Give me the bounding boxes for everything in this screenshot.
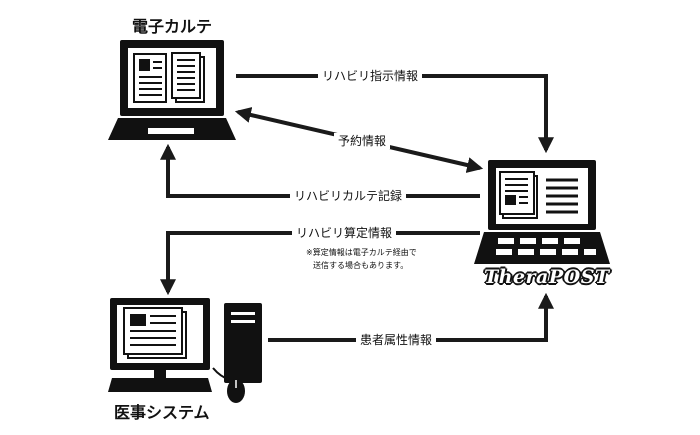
- therapost-laptop-icon: [474, 160, 610, 264]
- billing-note-line1: ※算定情報は電子カルテ経由で: [306, 248, 417, 257]
- billing-note-line2: 送信する場合もあります。: [313, 261, 409, 270]
- edge-label-rehab-record: リハビリカルテ記録: [290, 188, 407, 204]
- therapost-logo: TheraPOST: [484, 266, 610, 288]
- medical-system-desktop-icon: [108, 298, 262, 403]
- edge-label-appointment: 予約情報: [334, 133, 391, 149]
- ehr-laptop-icon: [108, 40, 236, 140]
- edge-rehab-order-line: [236, 74, 554, 154]
- edge-label-patient-attributes: 患者属性情報: [356, 332, 437, 348]
- edge-label-rehab-billing: リハビリ算定情報: [292, 225, 397, 241]
- medical-system-title: 医事システム: [112, 399, 212, 423]
- edge-label-rehab-order: リハビリ指示情報: [318, 68, 423, 84]
- ehr-title: 電子カルテ: [130, 13, 215, 37]
